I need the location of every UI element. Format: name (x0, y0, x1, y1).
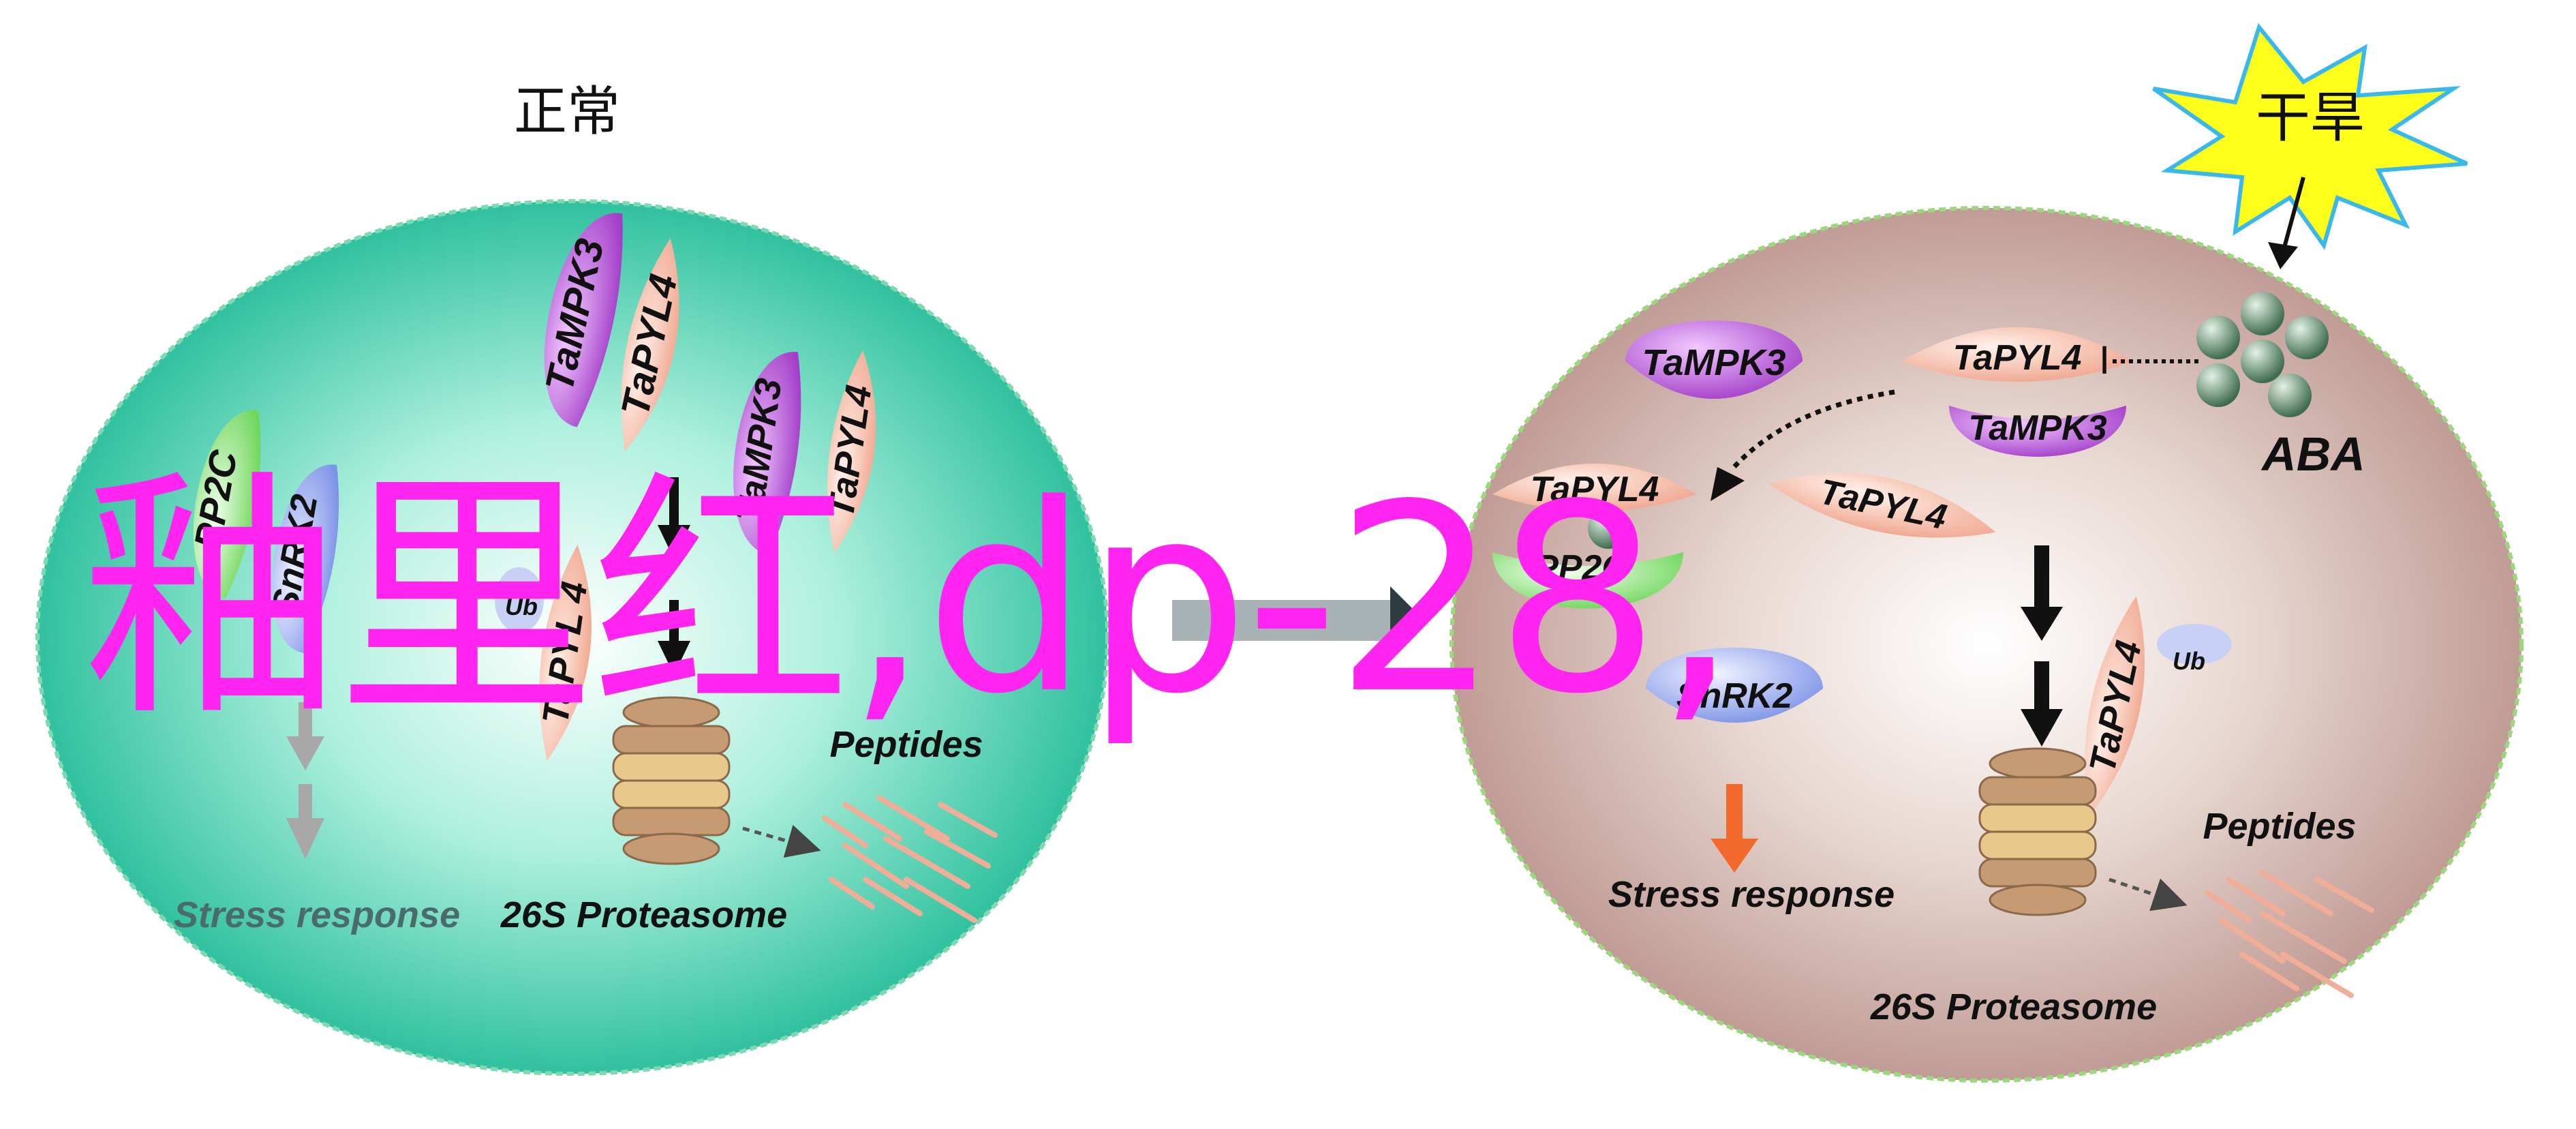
svg-text:TaMPK3: TaMPK3 (1642, 342, 1785, 383)
drought-sun-burst (2152, 22, 2468, 250)
svg-text:SnRK2: SnRK2 (1676, 676, 1793, 716)
normal-stress-label: Stress response (174, 894, 460, 935)
sun-to-aba-arrow (2281, 177, 2305, 253)
drought-snrk2: SnRK2 (1646, 648, 1823, 723)
drought-peptides-strokes (2205, 870, 2374, 998)
normal-down-arrows (658, 477, 690, 675)
normal-degradation-arrow (742, 824, 821, 858)
drought-aba-ball (1588, 508, 1629, 549)
aba-label: ABA (2260, 427, 2365, 481)
watermark-overlay-text: 釉里红,dp-28, (82, 449, 1738, 751)
normal-stress-arrows (286, 702, 324, 859)
drought-tampk3-bound: TaMPK3 (1949, 406, 2126, 457)
normal-peptides-label: Peptides (829, 724, 983, 765)
normal-peptides-strokes (822, 795, 998, 923)
drought-ub-tag: Ub (2157, 624, 2232, 675)
drought-dotted-arrowhead (1711, 467, 1745, 501)
drought-tapyl4-bound: TaPYL4 (1492, 464, 1697, 511)
svg-text:TaMPK3: TaMPK3 (1968, 408, 2106, 448)
drought-proteasome (1978, 747, 2097, 916)
svg-text:TaPYL4: TaPYL4 (1531, 470, 1659, 509)
normal-proteasome-label: 26S Proteasome (500, 894, 787, 935)
drought-dotted-arrow (1729, 389, 1895, 472)
normal-tampk3-top: TaMPK3 (537, 213, 623, 427)
normal-ub-tag: Ub (495, 567, 544, 633)
svg-text:TaPYL4: TaPYL4 (1953, 338, 2082, 378)
normal-tampk3-mid: TaMPK3 (729, 352, 801, 555)
svg-text:PP2C: PP2C (1535, 548, 1628, 588)
drought-down-arrows (2021, 545, 2063, 747)
drought-degradation-arrow (2109, 877, 2188, 912)
drought-peptides-label: Peptides (2203, 806, 2356, 847)
svg-text:Ub: Ub (2173, 647, 2205, 675)
inhibit-mark: I (2099, 338, 2110, 382)
aba-cluster (2196, 292, 2329, 417)
normal-proteasome (612, 696, 731, 865)
drought-proteasome-label: 26S Proteasome (1870, 987, 2157, 1027)
drought-pp2c: PP2C (1492, 548, 1683, 609)
sun-to-aba-arrowhead (2268, 242, 2298, 269)
drought-cell (1450, 206, 2524, 1083)
svg-text:Ub: Ub (505, 592, 538, 620)
drought-tampk3-top: TaMPK3 (1625, 320, 1803, 399)
drought-tapyl4-top: TaPYL4 (1901, 327, 2133, 382)
transition-arrow (1172, 586, 1424, 654)
drought-stress-arrow (1711, 784, 1758, 873)
drought-stress-label: Stress response (1608, 874, 1895, 915)
normal-title: 正常 (514, 81, 620, 142)
drought-title: 干旱 (2256, 86, 2365, 149)
